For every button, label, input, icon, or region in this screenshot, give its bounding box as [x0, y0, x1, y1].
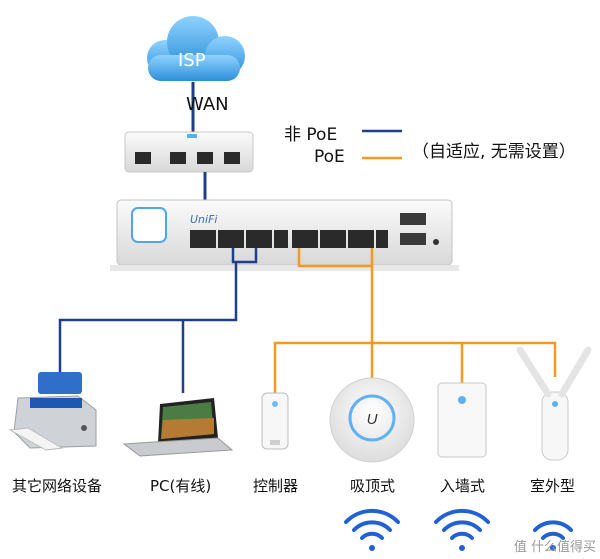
device-label-pc: PC(有线)	[150, 477, 212, 495]
gateway-device	[124, 131, 254, 173]
legend-poe-label: PoE	[314, 147, 345, 167]
wifi-signal-icon	[533, 520, 573, 551]
device-label-ceiling: 吸顶式	[350, 477, 396, 495]
wifi-signal-icon	[434, 508, 490, 551]
wan-label: WAN	[186, 94, 229, 115]
watermark: 值 什么值得买	[513, 540, 596, 555]
legend-note: （自适应, 无需设置）	[412, 142, 576, 162]
device-label-controller: 控制器	[253, 477, 299, 495]
device-label-other: 其它网络设备	[12, 477, 103, 495]
switch-brand-logo: UniFi	[190, 213, 218, 226]
ceiling-ap-icon: U	[329, 377, 415, 463]
isp-cloud-icon	[147, 16, 245, 81]
isp-label: ISP	[178, 50, 206, 71]
legend-non-poe-label: 非 PoE	[284, 125, 338, 145]
printer-icon	[8, 372, 97, 451]
device-label-in-wall: 入墙式	[440, 477, 486, 495]
laptop-icon	[122, 398, 234, 457]
svg-text:U: U	[367, 411, 378, 428]
device-label-outdoor: 室外型	[530, 477, 576, 495]
outdoor-ap-icon	[516, 346, 592, 461]
unifi-switch	[110, 199, 459, 271]
in-wall-ap-icon	[437, 382, 487, 458]
controller-icon	[261, 392, 289, 450]
wifi-signal-icon	[344, 508, 400, 551]
